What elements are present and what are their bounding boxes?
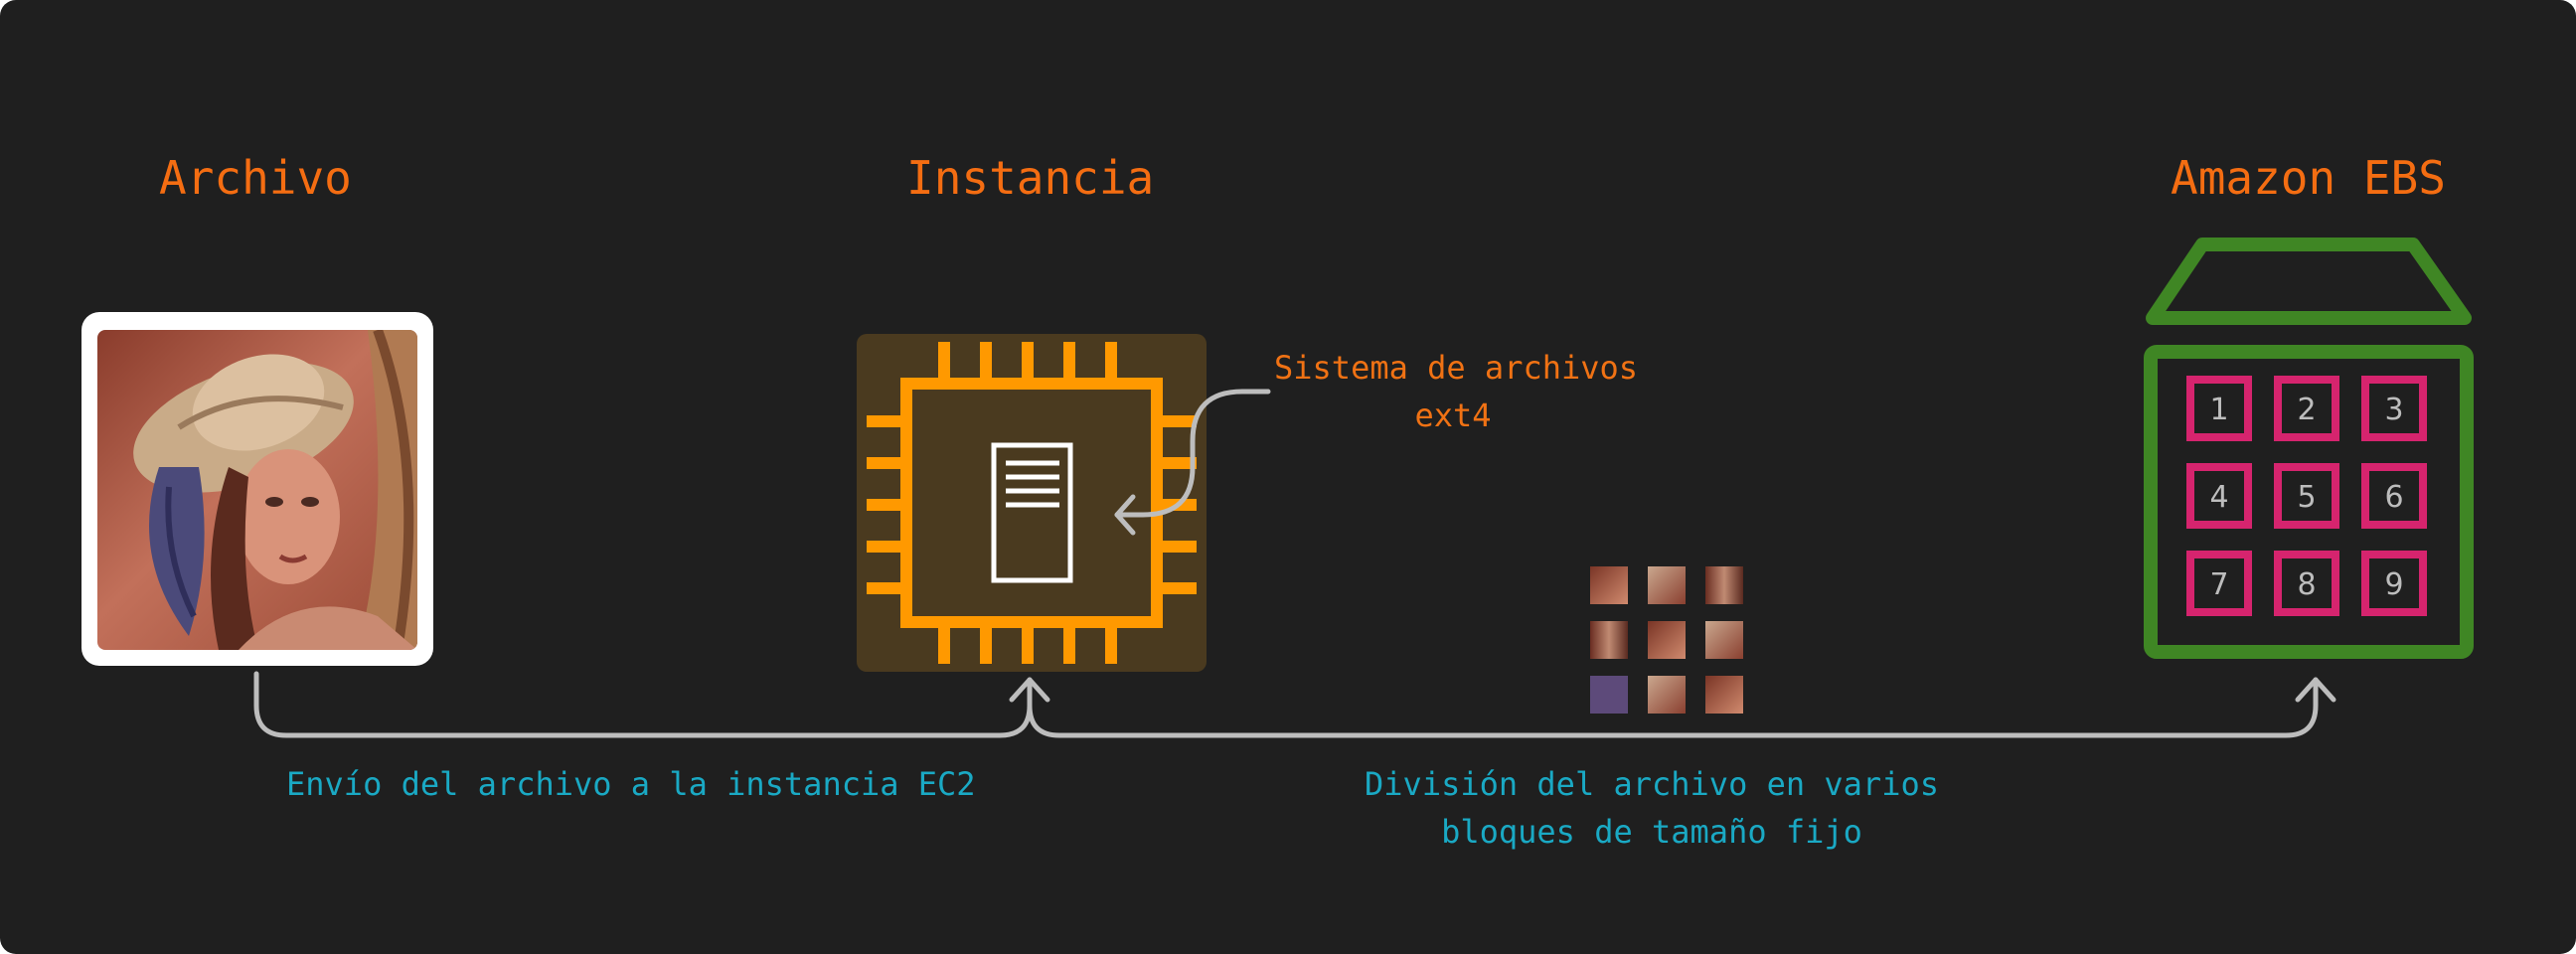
ebs-block-label: 1 [2209, 393, 2228, 427]
ebs-block-7: 7 [2186, 551, 2252, 616]
ebs-block-frame [2361, 551, 2427, 616]
ebs-block-label: 5 [2297, 480, 2316, 515]
file-title: Archivo [159, 151, 352, 205]
ebs-block-frame [2274, 376, 2339, 441]
ebs-block-label: 2 [2297, 393, 2316, 427]
ebs-block-9: 9 [2361, 551, 2427, 616]
instance-title: Instancia [906, 151, 1155, 205]
ebs-block-frame [2186, 463, 2252, 529]
filesystem-note: Sistema de archivos ext4 [1274, 344, 1639, 439]
ebs-block-label: 7 [2209, 567, 2228, 602]
ebs-block-frame [2274, 463, 2339, 529]
split-note-line1: División del archivo en varios [1365, 765, 1939, 803]
ebs-title: Amazon EBS [2171, 151, 2446, 205]
ebs-block-1: 1 [2186, 376, 2252, 441]
ebs-block-8: 8 [2274, 551, 2339, 616]
ebs-block-label: 6 [2384, 480, 2403, 515]
ebs-block-frame [2186, 376, 2252, 441]
ebs-block-4: 4 [2186, 463, 2252, 529]
filesystem-arrow [1114, 389, 1271, 536]
split-note: División del archivo en varios bloques d… [1344, 760, 1960, 856]
ebs-block-2: 2 [2274, 376, 2339, 441]
ebs-block-frame [2274, 551, 2339, 616]
ebs-volume-icon [2144, 238, 2474, 659]
ebs-block-frame [2361, 376, 2427, 441]
ebs-block-grid: 1 2 3 4 5 6 7 8 9 [2186, 376, 2427, 616]
ebs-block-3: 3 [2361, 376, 2427, 441]
filesystem-note-line2: ext4 [1414, 397, 1492, 434]
server-doc-icon [991, 442, 1073, 583]
ebs-block-label: 3 [2384, 393, 2403, 427]
send-note: Envío del archivo a la instancia EC2 [286, 760, 982, 808]
ebs-block-6: 6 [2361, 463, 2427, 529]
flow-arrows [253, 671, 2336, 738]
image-file-icon [81, 312, 433, 666]
ebs-block-label: 4 [2209, 480, 2228, 515]
ebs-block-frame [2361, 463, 2427, 529]
ebs-block-5: 5 [2274, 463, 2339, 529]
ebs-block-label: 9 [2384, 567, 2403, 602]
ebs-block-frame [2186, 551, 2252, 616]
filesystem-note-line1: Sistema de archivos [1274, 349, 1639, 387]
file-fragments-icon [1590, 566, 1743, 714]
ebs-block-label: 8 [2297, 567, 2316, 602]
split-note-line2: bloques de tamaño fijo [1441, 813, 1862, 851]
send-note-text: Envío del archivo a la instancia EC2 [286, 765, 976, 803]
